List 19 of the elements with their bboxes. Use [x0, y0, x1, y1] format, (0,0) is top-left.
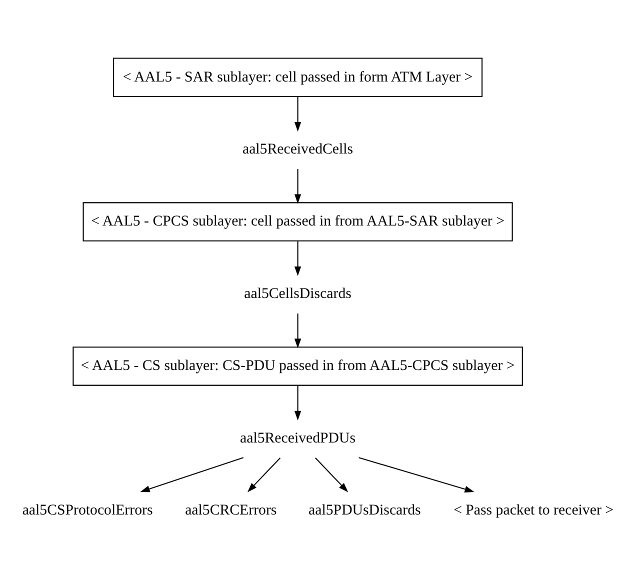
arrow: [294, 169, 302, 204]
node-text: aal5PDUsDiscards: [308, 502, 421, 519]
node-text: aal5CRCErrors: [185, 502, 277, 519]
arrow: [294, 313, 302, 348]
node-text: aal5ReceivedCells: [242, 142, 354, 158]
arrow: [294, 386, 302, 420]
arrow: [358, 457, 474, 492]
arrow: [294, 241, 302, 276]
arrow: [314, 458, 348, 492]
node-text: < Pass packet to receiver >: [454, 502, 614, 519]
node-box: < AAL5 - SAR sublayer: cell passed in form ATM Layer >: [113, 58, 483, 97]
node-text: aal5CellsDiscards: [244, 286, 352, 302]
node-box: < AAL5 - CS sublayer: CS-PDU passed in from AAL5-CPCS sublayer >: [72, 346, 523, 386]
node-text: aal5ReceivedPDUs: [240, 430, 356, 446]
arrow: [294, 96, 302, 132]
node-box: < AAL5 - CPCS sublayer: cell passed in from AAL5-SAR sublayer >: [82, 202, 513, 242]
arrow: [247, 458, 281, 492]
arrow: [140, 457, 244, 492]
node-text: aal5CSProtocolErrors: [22, 502, 153, 519]
